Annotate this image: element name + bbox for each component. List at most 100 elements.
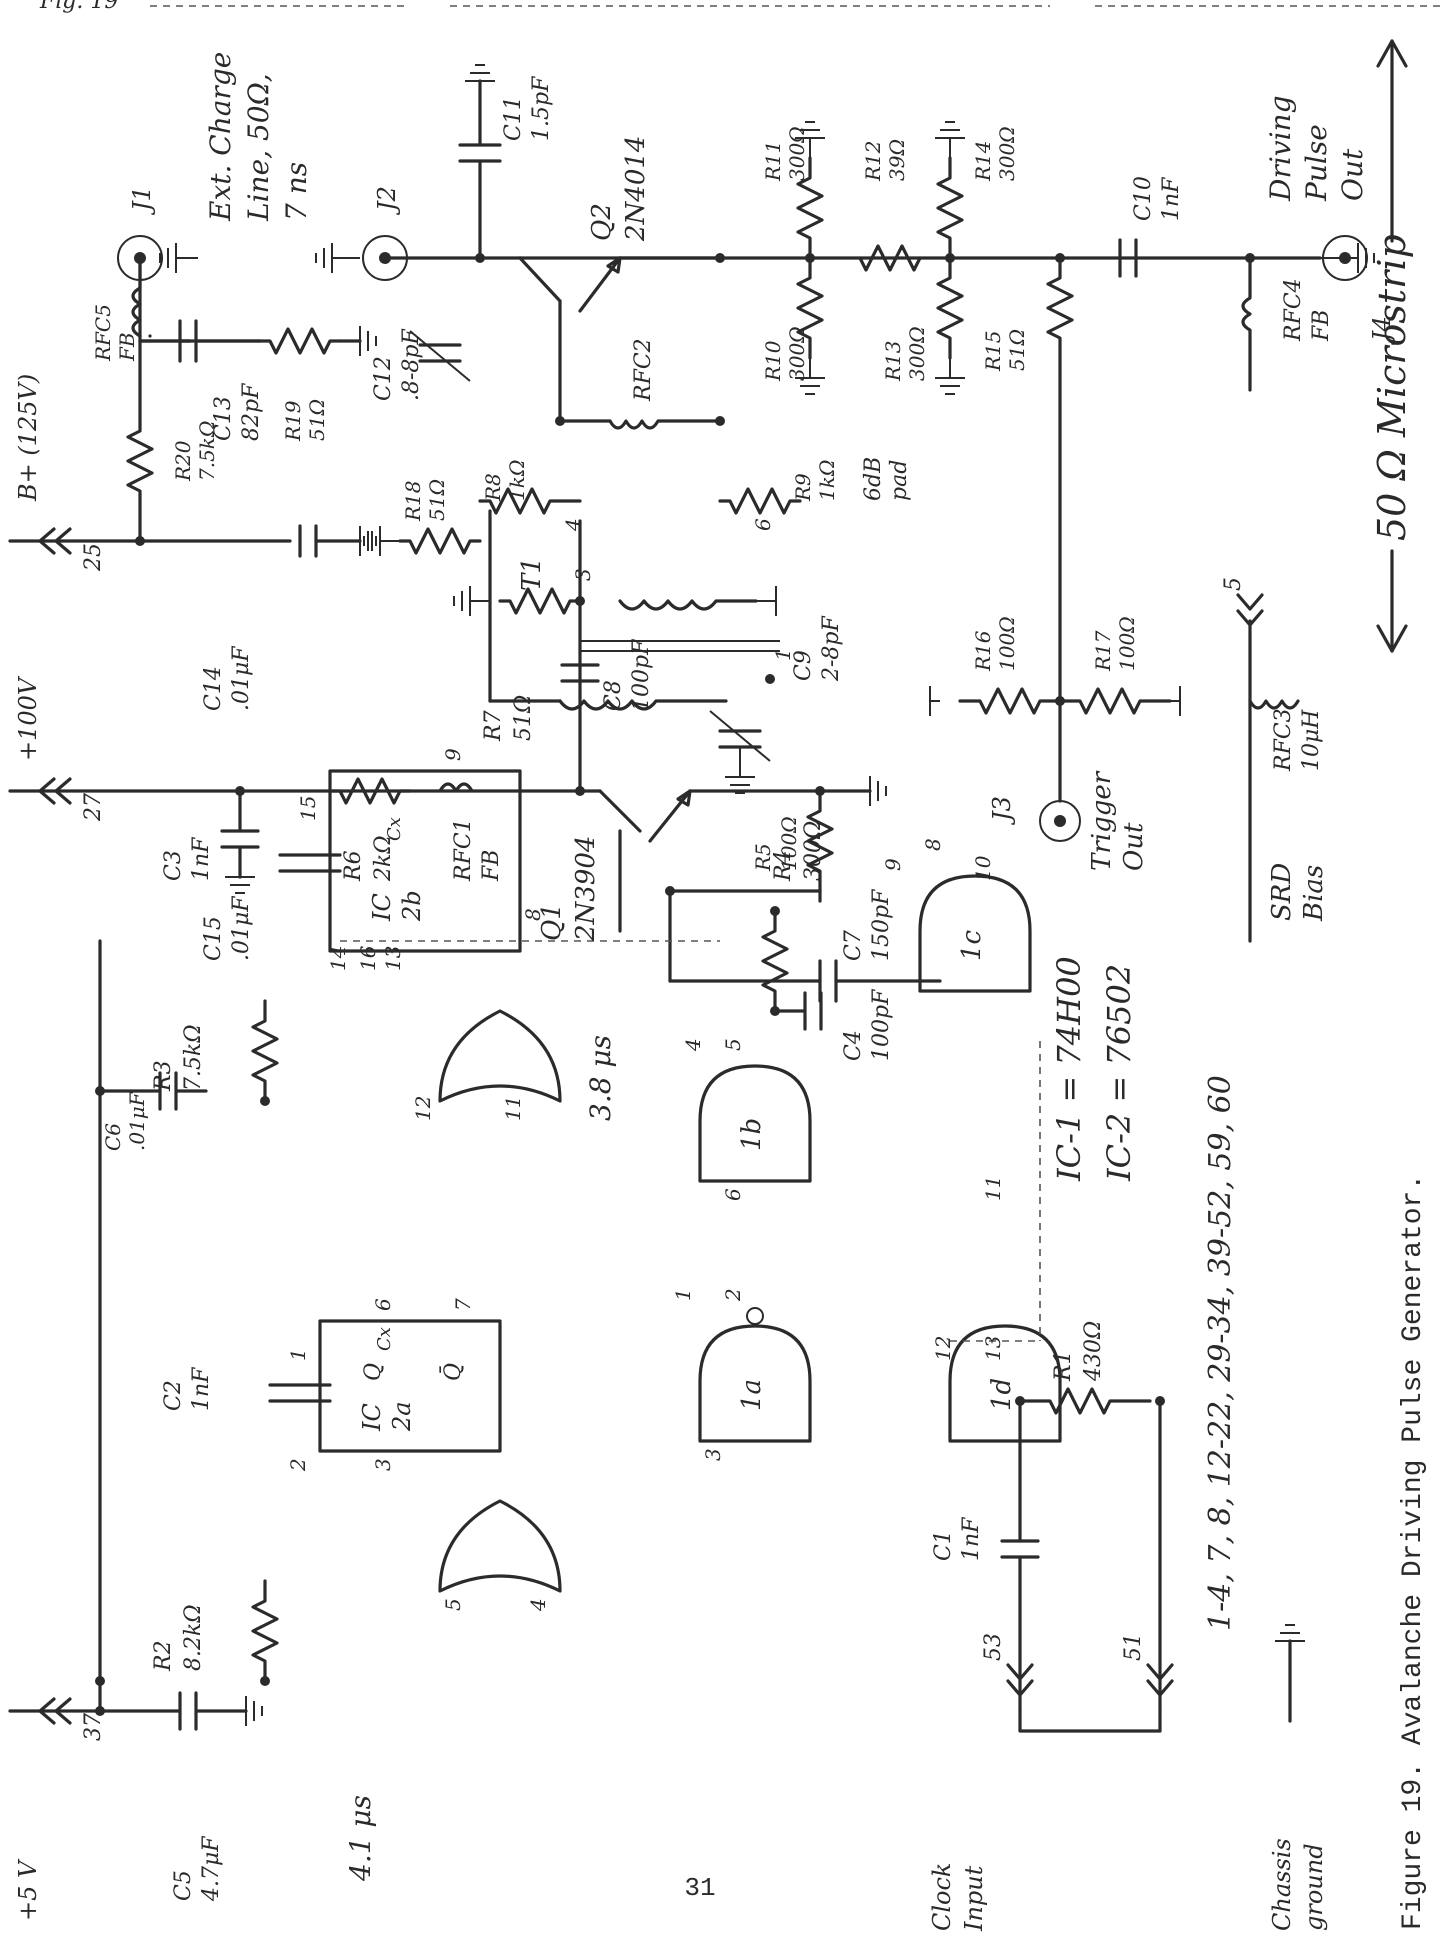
c10-name: C10	[1131, 176, 1156, 221]
c11-value: 1.5pF	[529, 76, 554, 141]
j1-label: J1	[128, 186, 156, 216]
clock-input-line1: Clock	[928, 1863, 956, 1931]
r17-value: 100Ω	[1115, 616, 1139, 671]
pad-line1: 6dB	[861, 457, 886, 501]
c5-name: C5	[171, 1870, 196, 1901]
plus100-supply	[8, 777, 585, 894]
r7-value: 51Ω	[511, 695, 536, 741]
pin53-label: 53	[981, 1633, 1006, 1661]
t1-pin-6: 6	[751, 518, 775, 531]
rfc3-value: 10μH	[1299, 709, 1324, 771]
r2-value: 8.2kΩ	[181, 1604, 206, 1671]
r20-name: R20	[171, 440, 195, 482]
c4-value: 100pF	[869, 989, 894, 1061]
ext-charge-line3: 7 ns	[280, 162, 313, 221]
ic2b-line1: IC	[368, 893, 396, 922]
pin5-label: 5	[1221, 577, 1246, 591]
nand-pin-5: 5	[721, 1038, 745, 1051]
c12-name: C12	[371, 356, 396, 401]
q1-name: Q1	[537, 903, 567, 941]
t1-pin-1: 1	[771, 648, 795, 661]
bplus-label: B+ (125V)	[14, 374, 42, 502]
ic2a-pin-1: 1	[286, 1348, 310, 1361]
rfc5-value: FB	[115, 332, 139, 362]
ic2a-pin-3: 3	[371, 1458, 395, 1471]
nand-pin-6: 6	[721, 1188, 745, 1201]
ic2a-pin-6: 6	[371, 1298, 395, 1311]
srd-bias-line2: Bias	[1299, 865, 1329, 922]
c8-name: C8	[601, 680, 626, 711]
c1-name: C1	[931, 1530, 956, 1561]
ic2b-pin-11: 11	[501, 1096, 525, 1121]
logic-cx-b: Cx	[384, 817, 405, 841]
r14-value: 300Ω	[995, 126, 1019, 181]
r17-name: R17	[1091, 630, 1115, 672]
nand-pin-10: 10	[971, 855, 995, 881]
nand-pin-11: 11	[981, 1176, 1005, 1201]
trigger-out-line2: Out	[1119, 822, 1149, 871]
ic1d-label: 1d	[987, 1378, 1017, 1411]
pin-list: 1-4, 7, 8, 12-22, 29-34, 39-52, 59, 60	[1203, 1075, 1238, 1631]
rfc1-name: RFC1	[451, 818, 476, 882]
circuit-drawing	[8, 39, 1408, 1733]
r9-value: 1kΩ	[815, 460, 839, 501]
t1-pin-3: 3	[571, 568, 595, 581]
c6-value: .01μF	[125, 1091, 149, 1151]
q1-transistor	[578, 776, 942, 1003]
j2-label: J2	[373, 186, 401, 216]
caption-group: Figure 19. Avalanche Driving Pulse Gener…	[1398, 1174, 1429, 1930]
ic2b-pin-9: 9	[441, 748, 465, 761]
r16-value: 100Ω	[995, 616, 1019, 671]
logic-section	[8, 769, 1305, 1733]
ic1a-label: 1a	[737, 1379, 767, 1411]
r12-value: 39Ω	[885, 139, 909, 181]
rfc1-value: FB	[479, 850, 504, 882]
t1-name: T1	[517, 557, 547, 591]
r13-value: 300Ω	[905, 326, 929, 381]
j3-label: J3	[988, 796, 1016, 826]
ic2a-pin-5: 5	[441, 1598, 465, 1611]
plus5-label: +5 V	[14, 1858, 42, 1921]
q2-part: 2N4014	[621, 136, 651, 242]
r8-value: 1kΩ	[505, 460, 529, 501]
c13-value: 82pF	[239, 383, 264, 441]
r5-name: R5	[751, 843, 775, 872]
r19-name: R19	[281, 400, 305, 442]
c7-value: 150pF	[869, 889, 894, 961]
r16-name: R16	[971, 630, 995, 672]
c5-value: 4.7μF	[199, 1836, 224, 1902]
nand-pin-8: 8	[921, 838, 945, 851]
ic2-definition: IC-2 = 76502	[1100, 964, 1138, 1182]
r12-name: R12	[861, 140, 885, 182]
pin37-label: 37	[81, 1713, 106, 1741]
c12-value: .8-8pF	[399, 328, 424, 401]
r10-value: 300Ω	[785, 326, 809, 381]
logic-q: Q	[361, 1363, 386, 1381]
pin25-label: 25	[81, 543, 106, 572]
r2-name: R2	[151, 1640, 176, 1672]
r3-name: R3	[151, 1060, 176, 1092]
r6-value: 2kΩ	[371, 835, 396, 882]
c2-name: C2	[161, 1380, 186, 1411]
driving-line3: Out	[1336, 148, 1369, 201]
clock-input-line2: Input	[960, 1865, 988, 1932]
trigger-out-line1: Trigger	[1087, 770, 1117, 871]
r11-name: R11	[761, 140, 785, 182]
attenuator-pad	[795, 121, 1300, 943]
rfc4-value: FB	[1309, 310, 1334, 342]
ic2b-pin-15: 15	[296, 796, 320, 821]
ic2b-line2: 2b	[398, 890, 426, 922]
q2-name: Q2	[587, 203, 617, 241]
c15-name: C15	[201, 916, 226, 961]
ic2a-line1: IC	[358, 1403, 386, 1432]
rfc2-name: RFC2	[631, 338, 656, 402]
c14-value: .01μF	[229, 646, 254, 711]
ic2b-pin-16: 16	[356, 945, 380, 971]
c9-name: C9	[791, 650, 816, 681]
bplus-supply	[8, 524, 377, 558]
r13-name: R13	[881, 340, 905, 382]
r20-value: 7.5kΩ	[195, 420, 219, 481]
c9-value: 2-8pF	[819, 615, 844, 682]
r3-value: 7.5kΩ	[181, 1024, 206, 1091]
